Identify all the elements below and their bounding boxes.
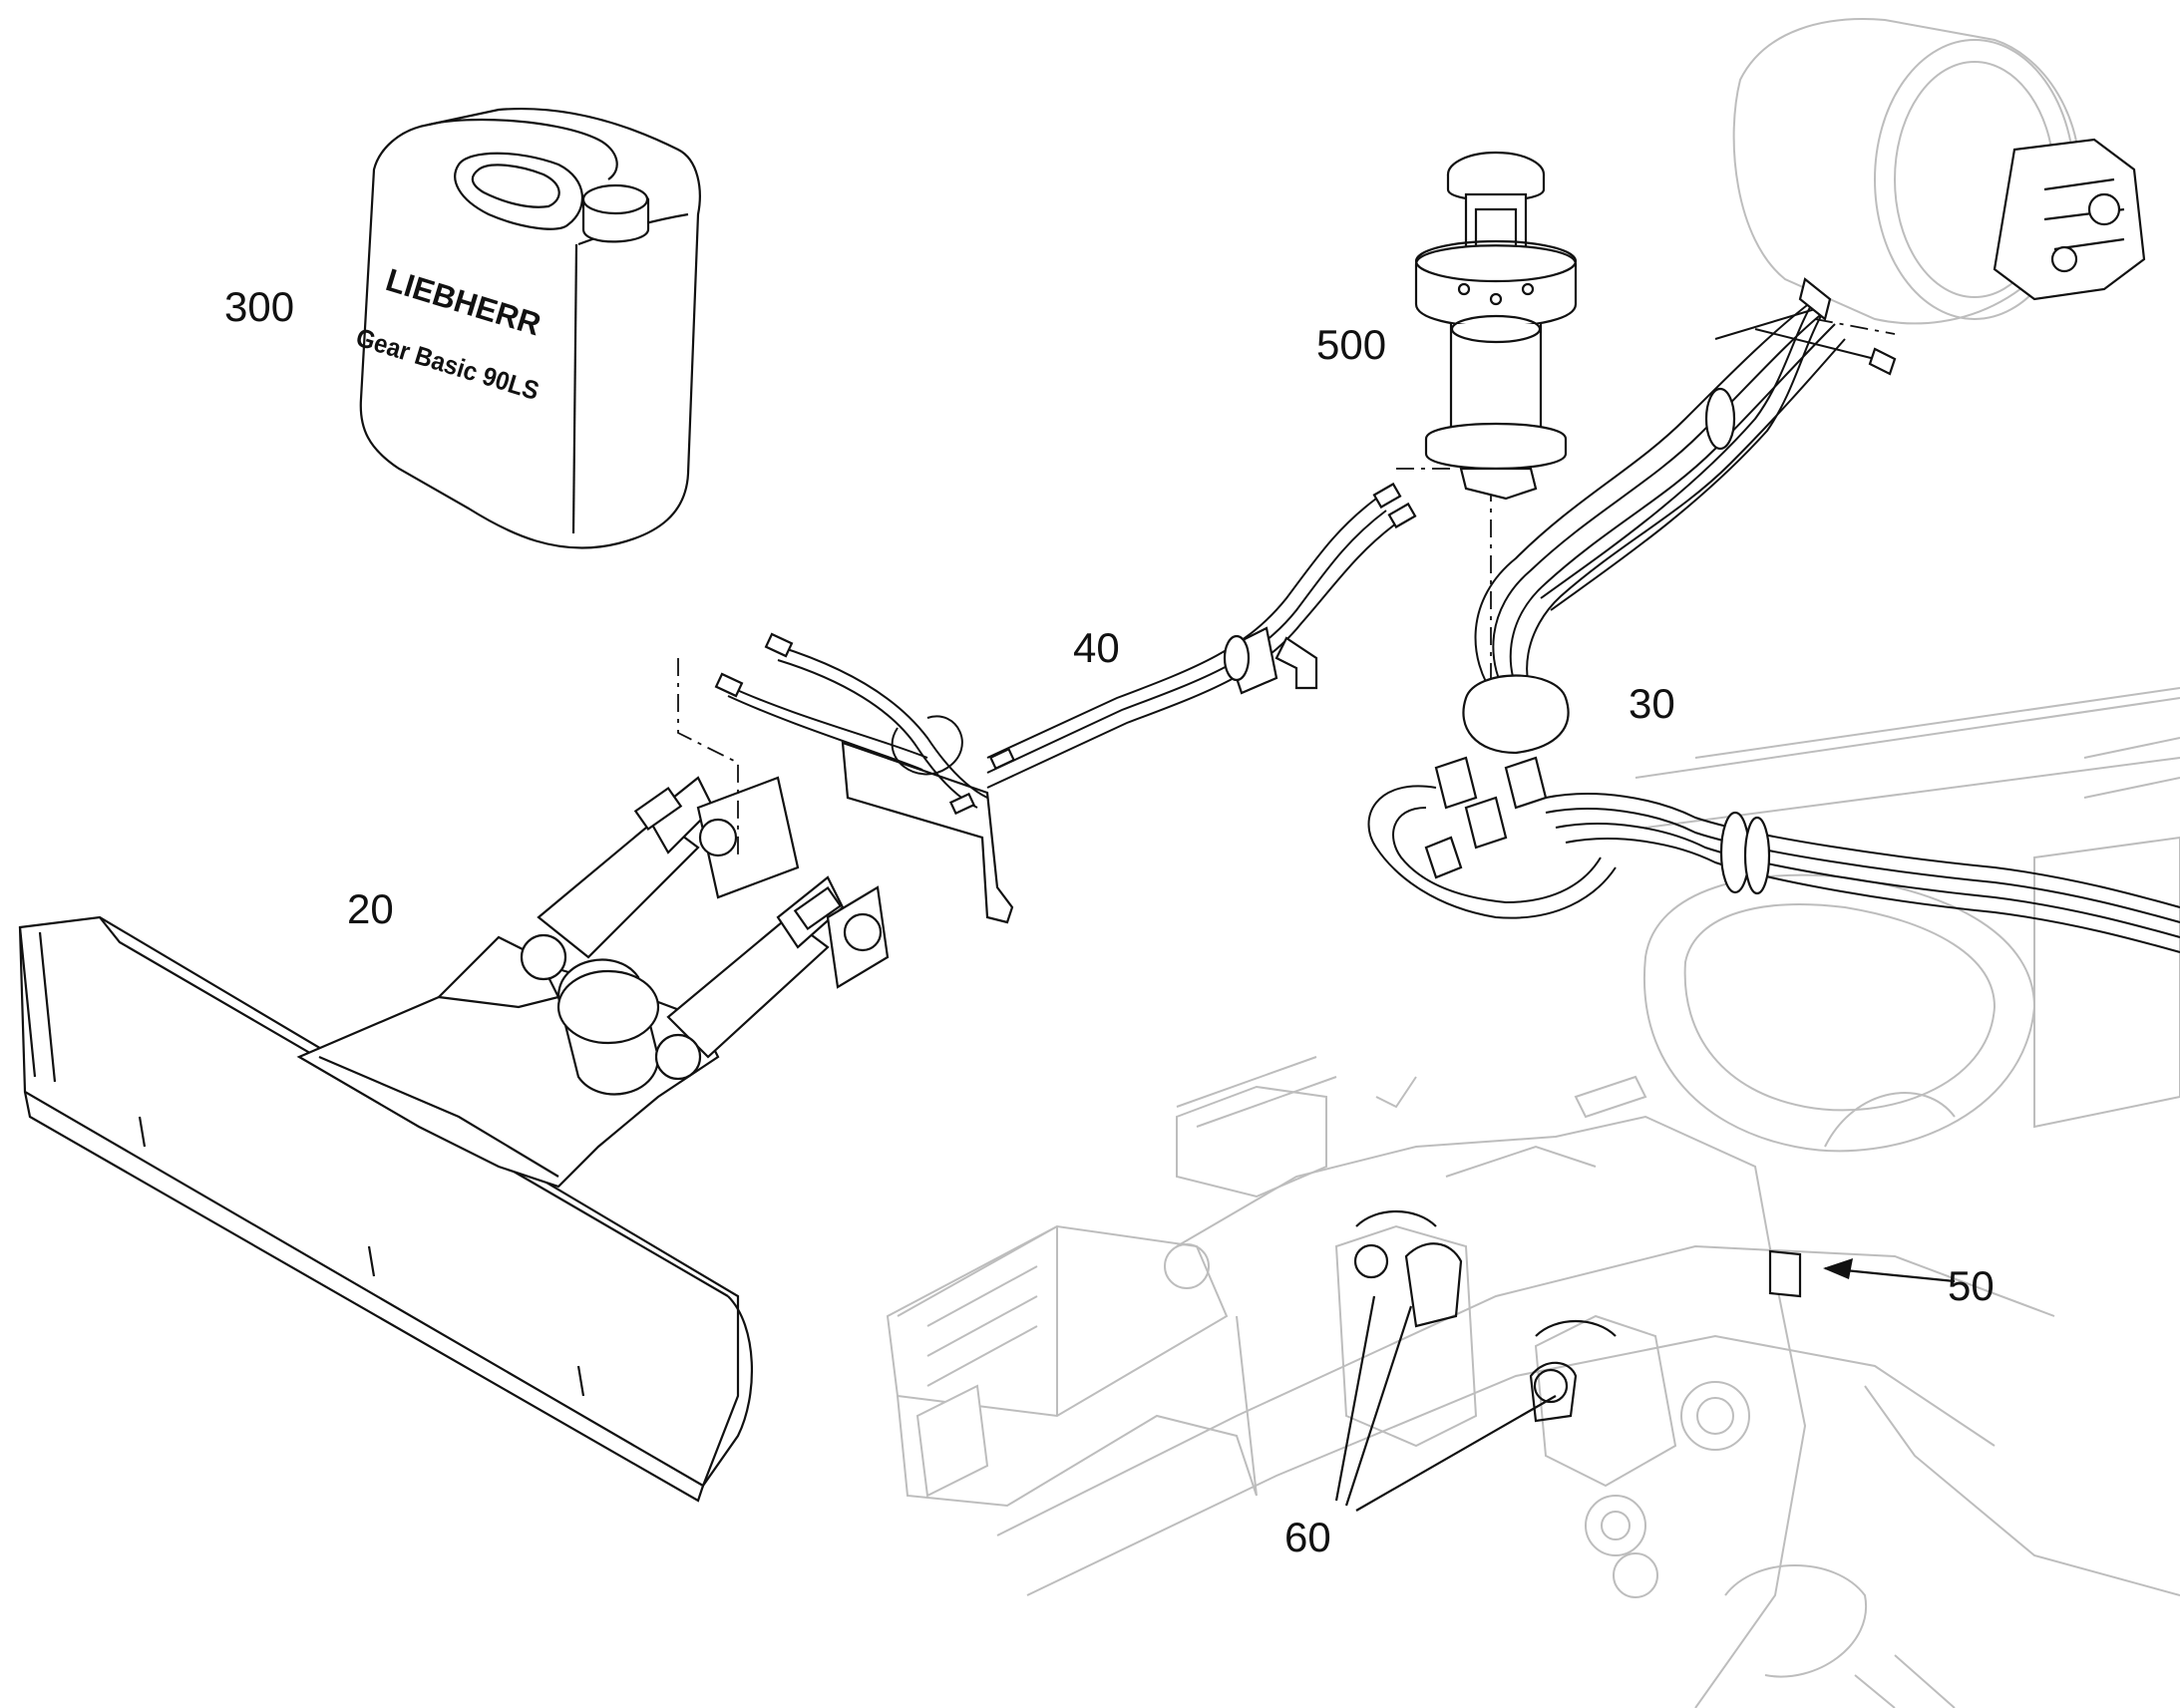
callout-50: 50	[1948, 1262, 1995, 1309]
dozer-blade-20	[18, 776, 890, 1503]
callout-40: 40	[1073, 624, 1120, 671]
undercarriage-frame	[886, 687, 2180, 1708]
callout-20: 20	[347, 885, 394, 932]
callout-300: 300	[224, 283, 294, 330]
rotary-joint-500	[1414, 151, 1578, 501]
hose-set-40	[714, 482, 1417, 924]
construction-lines	[677, 318, 1896, 857]
oil-jug-300: LIEBHERR Gear Basic 90LS	[353, 107, 701, 549]
pads-60	[1353, 1209, 1617, 1423]
bracket-50	[1768, 1249, 1956, 1298]
callout-30: 30	[1629, 680, 1675, 727]
leader-lines-60	[1334, 1295, 1557, 1512]
callout-60: 60	[1284, 1514, 1331, 1560]
hose-assembly-30	[1367, 18, 2180, 953]
callout-500: 500	[1316, 321, 1386, 368]
callout-labels: 20 30 40 50 60 300 500	[224, 283, 1995, 1560]
